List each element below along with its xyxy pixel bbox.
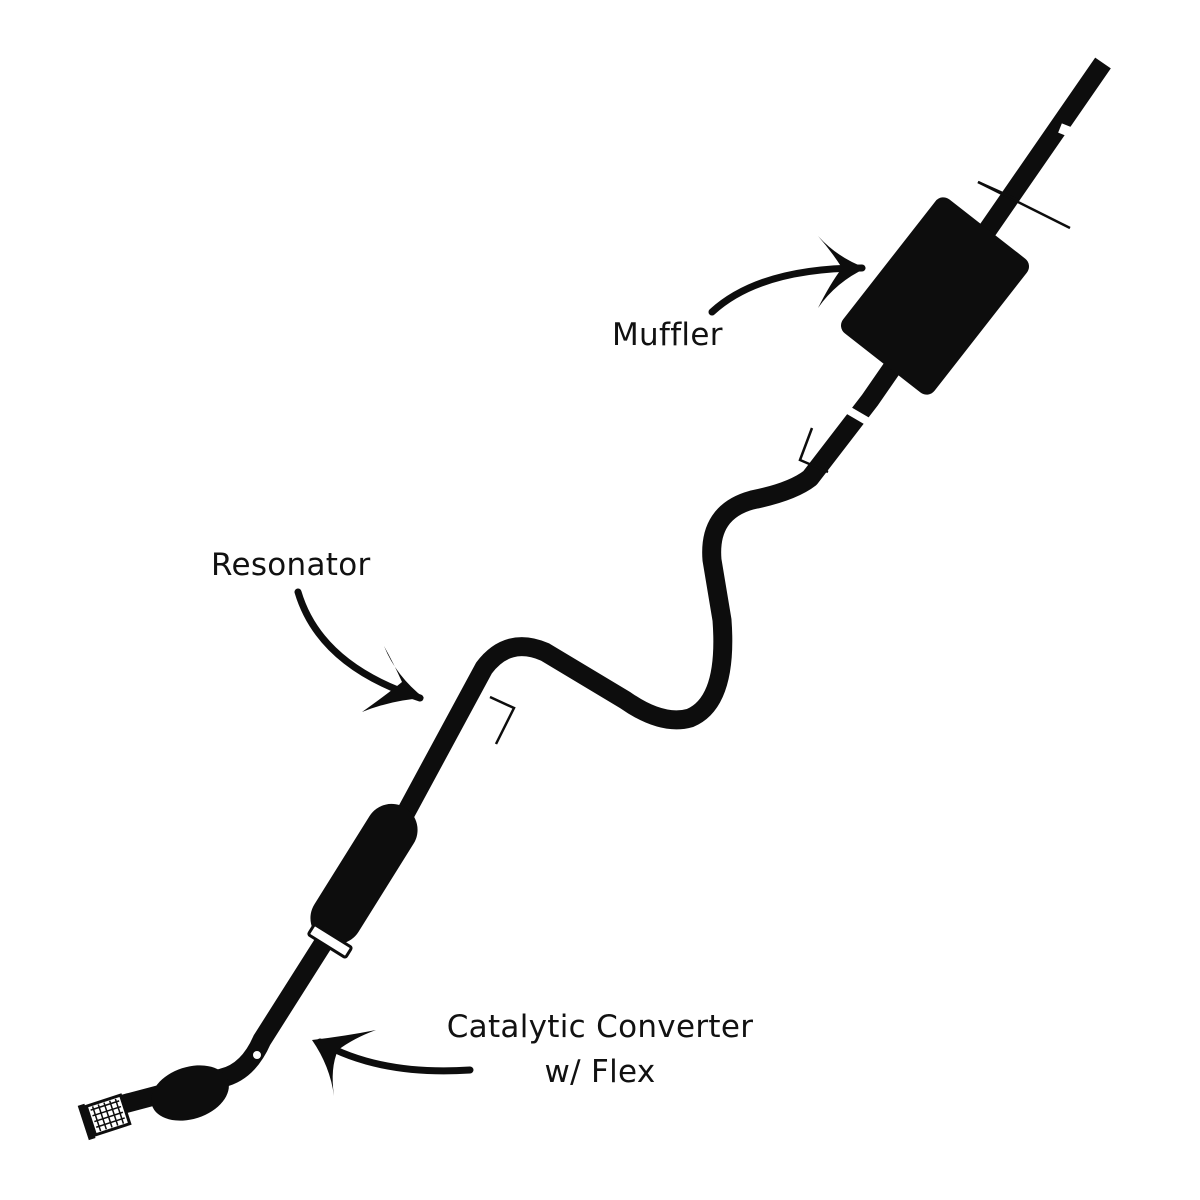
resonator-hanger: [489, 695, 516, 745]
pipe-gap-mid: [845, 406, 875, 428]
resonator-clamp: [307, 923, 353, 959]
muffler-hanger-left: [977, 180, 1019, 202]
resonator-body: [310, 803, 418, 945]
muffler-arrow: [708, 236, 866, 316]
mid-hanger: [798, 427, 829, 474]
catalytic-converter-label-line2: w/ Flex: [544, 1053, 656, 1090]
catalytic-converter-label-line1: Catalytic Converter: [446, 1009, 754, 1045]
muffler-body: [841, 197, 1029, 395]
exhaust-pipe: [117, 57, 1111, 1115]
resonator-label: Resonator: [211, 547, 371, 583]
flex-pipe-section: [77, 1093, 132, 1141]
catalytic-converter-body: [151, 1065, 229, 1121]
catalytic-arrow: [312, 1030, 474, 1096]
muffler-label: Muffler: [612, 317, 723, 353]
catalytic-converter-label: Catalytic Converter w/ Flex: [420, 1005, 780, 1095]
pipe-gap-top: [1058, 123, 1092, 145]
flange-bolt: [253, 1051, 261, 1059]
resonator-arrow: [294, 588, 424, 712]
